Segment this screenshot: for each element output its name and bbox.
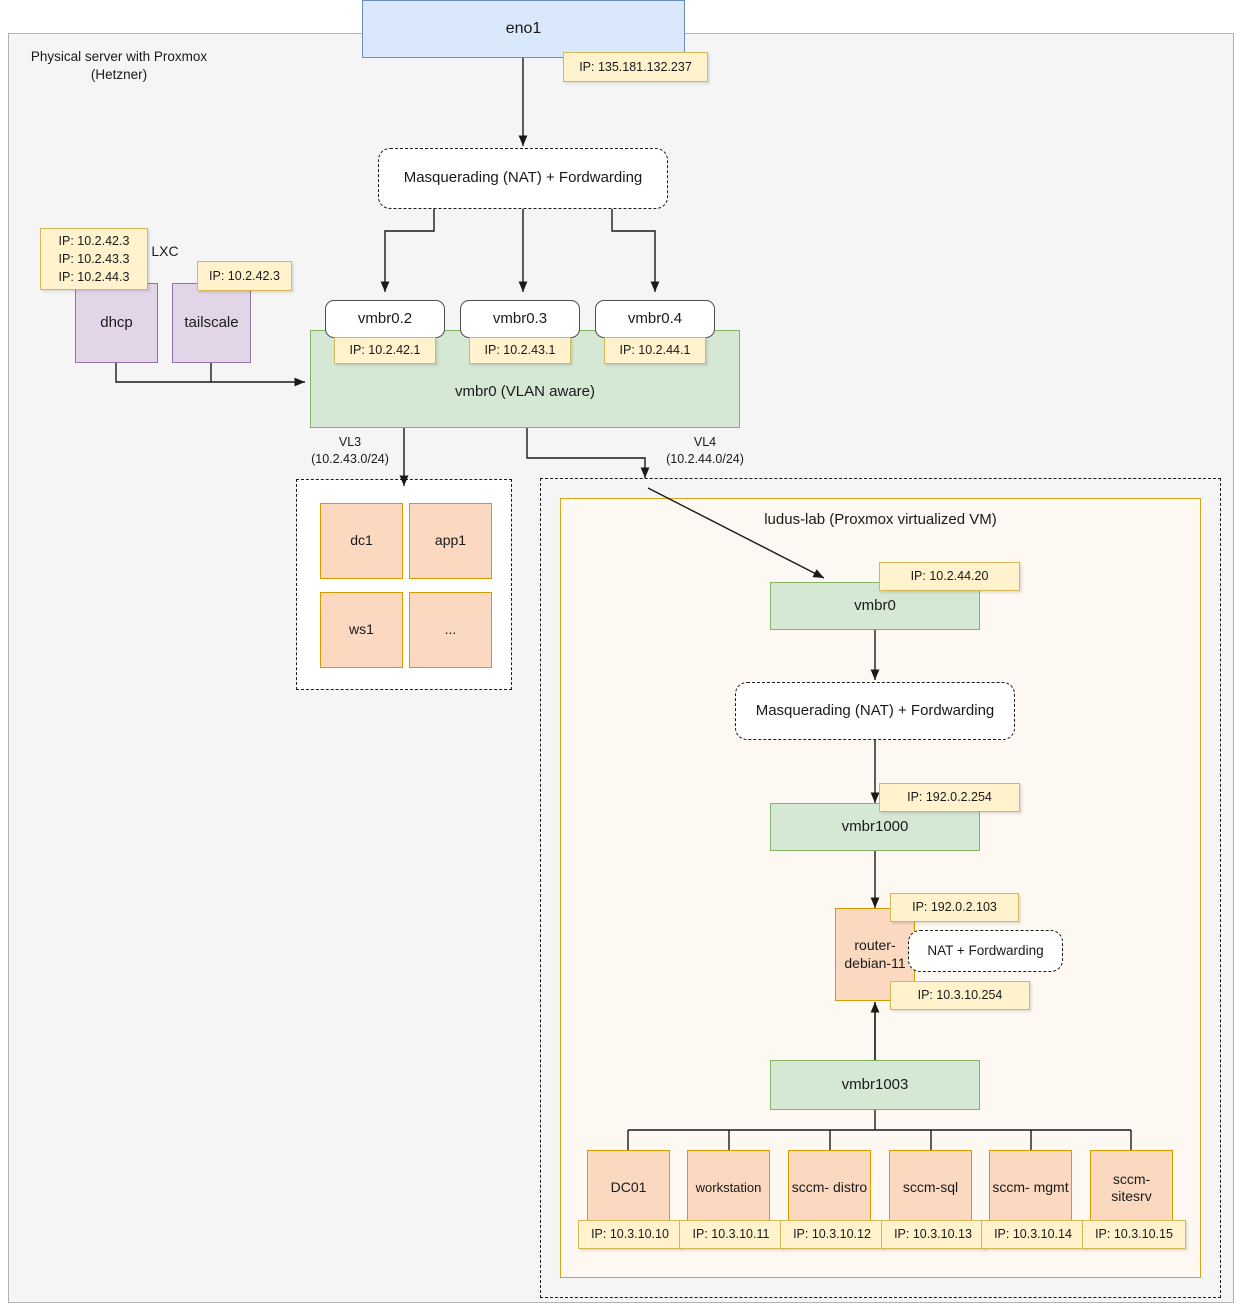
vlan-link-label-vl4: VL4 (10.2.44.0/24): [666, 435, 744, 466]
vlan-interface-vmbr0-4-label: vmbr0.4: [627, 309, 683, 327]
vl3-vm-ws1: ws1: [320, 592, 403, 668]
lxc-tailscale-ip: IP: 10.2.42.3: [197, 261, 292, 291]
guest-vm-sccm-distro-ip: IP: 10.3.10.12: [780, 1220, 884, 1249]
vlan-link-label-vl3: VL3 (10.2.43.0/24): [311, 435, 389, 466]
vl3-vm-app1-label: app1: [434, 532, 467, 549]
guest-vm-sccm-sitesrv-ip: IP: 10.3.10.15: [1082, 1220, 1186, 1249]
vlan-interface-vmbr0-2: vmbr0.2: [325, 300, 445, 338]
guest-vm-sccm-sql-label: sccm-sql: [902, 1179, 959, 1196]
vlan-interface-vmbr0-3-label: vmbr0.3: [492, 309, 548, 327]
lxc-tailscale: tailscale: [172, 283, 251, 363]
vlan-interface-vmbr0-2-label: vmbr0.2: [357, 309, 413, 327]
vlan-interface-vmbr0-2-ip: IP: 10.2.42.1: [334, 337, 436, 364]
router-nat-block: NAT + Fordwarding: [908, 930, 1063, 972]
guest-vm-sccm-mgmt-label: sccm- mgmt: [992, 1179, 1069, 1196]
vlan-interface-vmbr0-3: vmbr0.3: [460, 300, 580, 338]
vlan-interface-vmbr0-4-ip: IP: 10.2.44.1: [604, 337, 706, 364]
lxc-dhcp-ip: IP: 10.2.42.3 IP: 10.2.43.3 IP: 10.2.44.…: [40, 228, 148, 290]
vl4-group: [540, 478, 1221, 1298]
vl3-vm-ws1-label: ws1: [349, 621, 374, 638]
ludus-lab-title: ludus-lab (Proxmox virtualized VM): [764, 511, 997, 528]
guest-vm-dc01: DC01: [587, 1150, 670, 1226]
guest-vm-workstation-ip: IP: 10.3.10.11: [679, 1220, 783, 1249]
guest-vm-dc01-ip: IP: 10.3.10.10: [578, 1220, 682, 1249]
guest-vm-sccm-sql: sccm-sql: [889, 1150, 972, 1226]
vl3-vm-dc1-label: dc1: [350, 532, 373, 549]
vl3-vm-app1: app1: [409, 503, 492, 579]
host-bridge-vmbr0-label: vmbr0 (VLAN aware): [454, 383, 596, 400]
lab-bridge-vmbr1000-ip: IP: 192.0.2.254: [879, 783, 1020, 812]
router-nat-label: NAT + Fordwarding: [927, 942, 1044, 958]
vlan-interface-vmbr0-4: vmbr0.4: [595, 300, 715, 338]
guest-vm-workstation-label: workstation: [695, 1179, 762, 1195]
physical-server-label: Physical server with Proxmox (Hetzner): [30, 49, 208, 83]
guest-vm-dc01-label: DC01: [610, 1179, 647, 1196]
guest-vm-sccm-mgmt-ip: IP: 10.3.10.14: [981, 1220, 1085, 1249]
lab-bridge-vmbr1000-label: vmbr1000: [841, 817, 909, 835]
lab-bridge-vmbr1003: vmbr1003: [770, 1060, 980, 1110]
guest-vm-sccm-distro: sccm- distro: [788, 1150, 871, 1226]
guest-vm-sccm-sitesrv-label: sccm- sitesrv: [1111, 1170, 1152, 1205]
guest-vm-workstation: workstation: [687, 1150, 770, 1226]
nic-eno1-ip: IP: 135.181.132.237: [563, 52, 708, 82]
router-vm-ip-lan: IP: 10.3.10.254: [890, 981, 1030, 1010]
guest-vm-sccm-distro-label: sccm- distro: [791, 1179, 868, 1196]
lab-bridge-vmbr0-ip: IP: 10.2.44.20: [879, 562, 1020, 591]
router-vm-label: router- debian-11: [844, 937, 906, 971]
host-nat-label: Masquerading (NAT) + Fordwarding: [403, 169, 643, 187]
lab-nat-label: Masquerading (NAT) + Fordwarding: [755, 701, 995, 719]
vl3-vm-dc1: dc1: [320, 503, 403, 579]
lab-bridge-vmbr0-label: vmbr0: [854, 596, 896, 614]
vlan-interface-vmbr0-3-ip: IP: 10.2.43.1: [469, 337, 571, 364]
lxc-group-label: LXC: [151, 243, 179, 259]
vl3-vm-more: ...: [409, 592, 492, 668]
guest-vm-sccm-sql-ip: IP: 10.3.10.13: [881, 1220, 985, 1249]
router-vm-ip-wan: IP: 192.0.2.103: [890, 893, 1019, 922]
lxc-tailscale-label: tailscale: [184, 313, 239, 331]
lab-bridge-vmbr1003-label: vmbr1003: [841, 1075, 909, 1093]
host-nat-block: Masquerading (NAT) + Fordwarding: [378, 148, 668, 209]
nic-eno1: eno1: [362, 0, 685, 58]
nic-eno1-label: eno1: [505, 20, 542, 37]
guest-vm-sccm-sitesrv: sccm- sitesrv: [1090, 1150, 1173, 1226]
lab-nat-block: Masquerading (NAT) + Fordwarding: [735, 682, 1015, 740]
lxc-dhcp-label: dhcp: [100, 313, 133, 331]
vl3-vm-more-label: ...: [444, 621, 457, 638]
guest-vm-sccm-mgmt: sccm- mgmt: [989, 1150, 1072, 1226]
lxc-dhcp: dhcp: [75, 283, 158, 363]
